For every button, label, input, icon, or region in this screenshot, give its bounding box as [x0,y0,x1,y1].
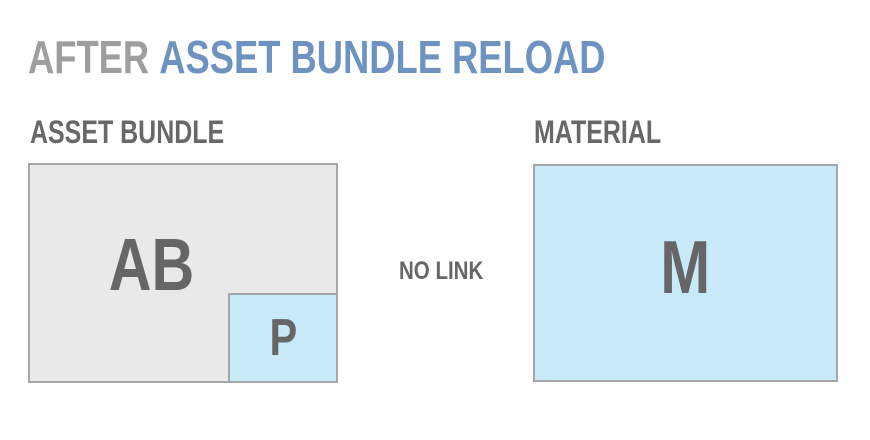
material-letter: M [660,225,711,309]
no-link-label: NO LINK [399,257,484,285]
prefab-box: P [228,293,338,383]
title-highlight: ASSET BUNDLE RELOAD [159,31,606,83]
asset-bundle-letter: AB [108,223,195,306]
prefab-letter: P [269,309,297,367]
material-label: MATERIAL [534,114,662,150]
title-prefix: AFTER [28,31,150,83]
asset-bundle-box: AB [28,163,338,383]
asset-bundle-label: ASSET BUNDLE [30,114,225,150]
material-box: M [533,164,838,382]
